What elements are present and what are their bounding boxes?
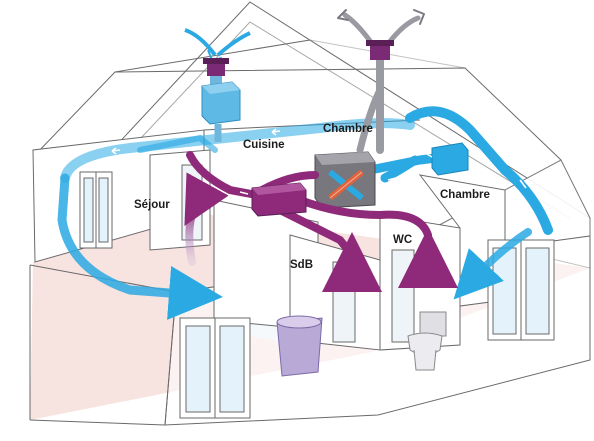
heat-exchanger-icon xyxy=(314,151,376,209)
extract-ducts xyxy=(184,86,458,335)
supply-ducts xyxy=(57,106,553,320)
room-label-cuisine: Cuisine xyxy=(243,139,285,151)
room-label-chambre-1: Chambre xyxy=(323,123,373,135)
bathtub-icon xyxy=(276,315,323,377)
room-label-wc: WC xyxy=(393,234,412,246)
room-label-sdb: SdB xyxy=(290,259,313,271)
room-label-chambre-2: Chambre xyxy=(440,189,490,201)
supply-distributor-icon xyxy=(419,142,469,176)
extract-plenum-icon xyxy=(251,182,307,217)
exhaust-outlet-icon xyxy=(366,40,394,60)
supply-flow-arrows xyxy=(111,128,527,197)
fresh-air-intake-icon xyxy=(184,28,251,88)
room-label-sejour: Séjour xyxy=(134,199,170,211)
room-labels: Cuisine Chambre Chambre Séjour SdB WC xyxy=(134,123,490,271)
window-icon xyxy=(79,171,113,249)
extract-flow-arrows xyxy=(239,191,419,227)
supply-plenum-icon xyxy=(201,81,241,142)
window-icon xyxy=(179,317,251,419)
toilet-icon xyxy=(407,311,447,371)
